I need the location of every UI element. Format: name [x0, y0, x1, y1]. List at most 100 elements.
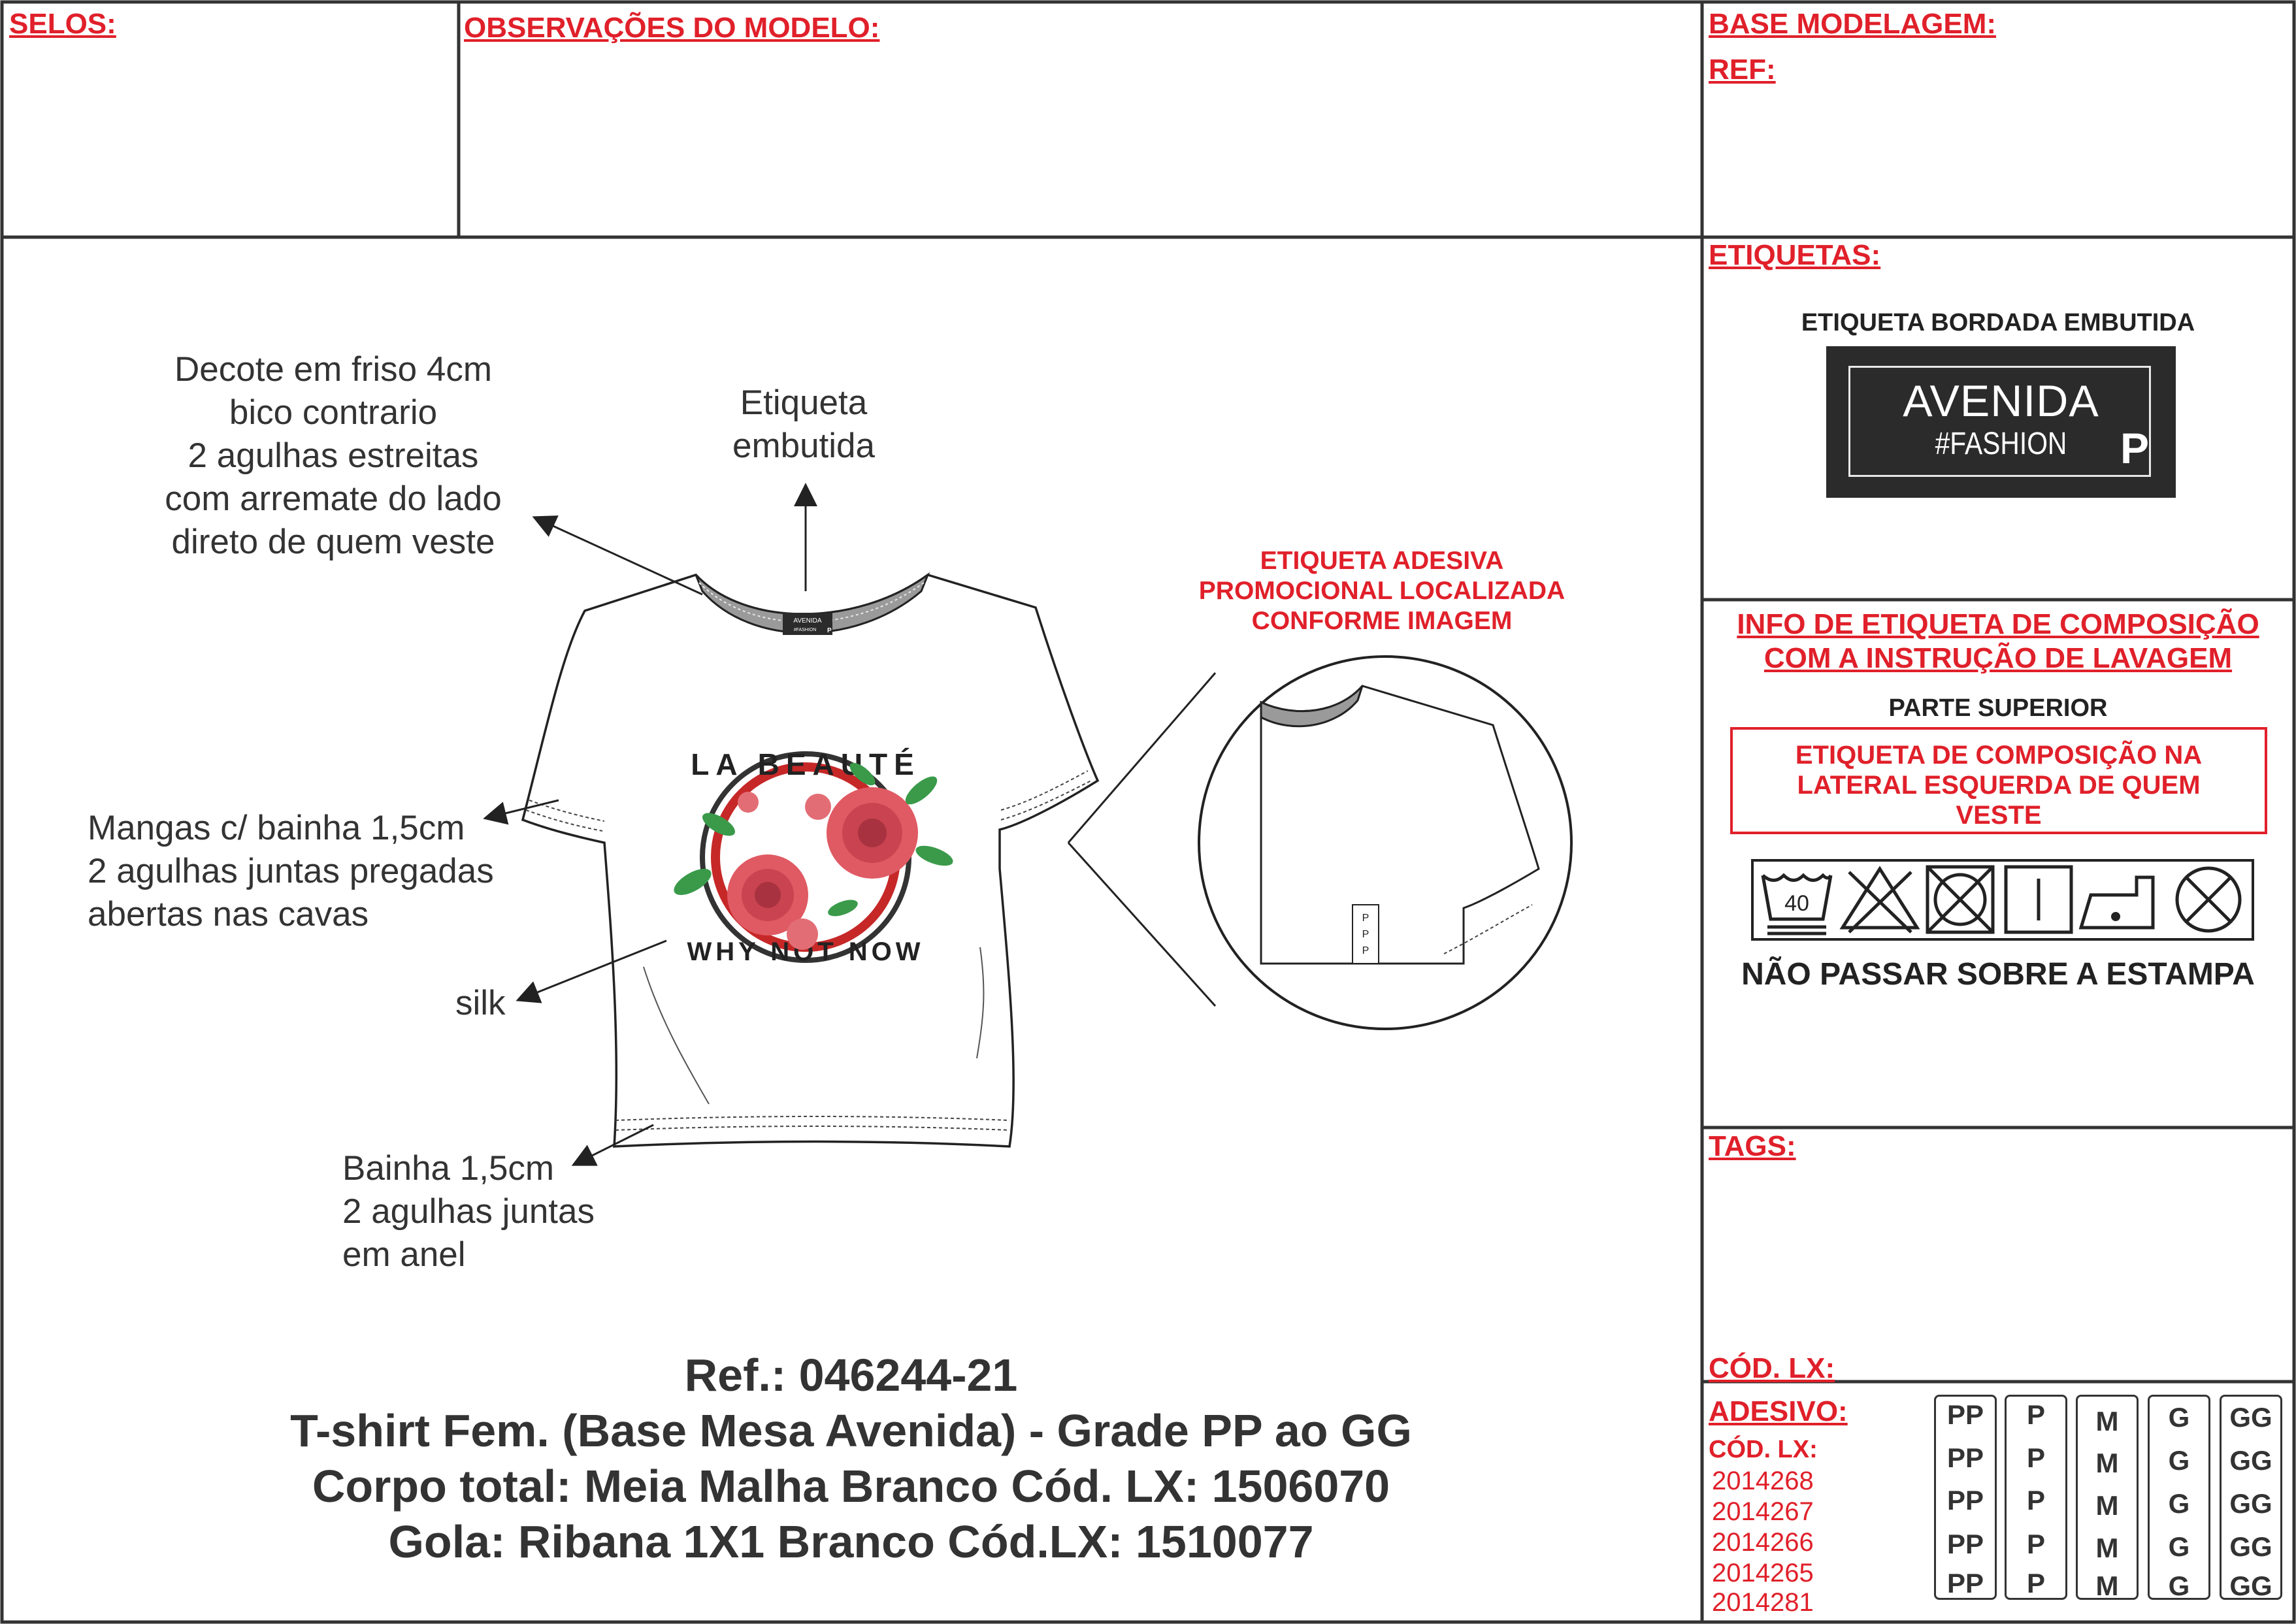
promo-line: CONFORME IMAGEM: [1251, 607, 1513, 635]
neck-label: [783, 613, 832, 635]
product-description: T-shirt Fem. (Base Mesa Avenida) - Grade…: [290, 1405, 1412, 1456]
size-cell: PP: [1946, 1568, 1984, 1599]
size-cell: GG: [2229, 1445, 2272, 1476]
composicao-box: ETIQUETA DE COMPOSIÇÃO NA LATERAL ESQUER…: [1730, 727, 2267, 834]
wash-symbols: 40: [1751, 859, 2254, 941]
bottom-hem-stitch: [615, 1116, 1010, 1131]
circular-print: LA BEAUTÉ WHY NOT NOW: [674, 747, 953, 966]
size-cell: M: [2095, 1490, 2119, 1521]
iron-low-icon: [2078, 875, 2155, 930]
note-decote: Decote em friso 4cm bico contrario 2 agu…: [124, 348, 542, 564]
size-cell: P: [2026, 1568, 2045, 1599]
size-cell: PP: [1946, 1529, 1984, 1559]
neck-label-brand: AVENIDA: [793, 617, 821, 625]
note-line: Decote em friso 4cm: [174, 350, 492, 389]
parte-superior: PARTE SUPERIOR: [1888, 694, 2108, 722]
wash-symbols-border: [1751, 859, 2254, 941]
neck-rib: [695, 572, 930, 634]
brand-tagline: #FASHION: [1935, 427, 2067, 461]
adesivo-code: 2014281: [1712, 1588, 1814, 1617]
neck-label-size: P: [827, 627, 832, 634]
tshirt-body: [521, 573, 1100, 1148]
note-line: bico contrario: [229, 393, 438, 432]
promo-line: ETIQUETA ADESIVA: [1260, 547, 1504, 575]
note-line: Mangas c/ bainha 1,5cm: [88, 809, 465, 847]
ref-title: Ref.: 046244-21: [684, 1350, 1018, 1401]
size-cell: G: [2168, 1531, 2190, 1562]
annotation-arrows: [483, 483, 817, 1166]
woven-brand-label: AVENIDA #FASHION P: [1826, 346, 2176, 498]
note-line: direto de quem veste: [171, 523, 495, 561]
no-dry-clean-icon: [2175, 866, 2242, 933]
note-line: 2 agulhas juntas: [342, 1192, 595, 1231]
size-cell: P: [2026, 1529, 2045, 1559]
adesivo-code: 2014265: [1712, 1559, 1814, 1587]
detail-tag-letter: P: [1362, 929, 1369, 940]
size-cell: M: [2095, 1448, 2119, 1478]
size-cell: G: [2168, 1570, 2190, 1601]
size-cell: P: [2026, 1442, 2045, 1473]
size-cell: GG: [2229, 1570, 2272, 1601]
drape-lines: [643, 947, 985, 1105]
size-cell: M: [2095, 1570, 2119, 1601]
note-bainha: Bainha 1,5cm 2 agulhas juntas em anel: [342, 1147, 595, 1276]
brand-name: AVENIDA: [1903, 376, 2099, 426]
size-cell: G: [2168, 1488, 2190, 1519]
size-cell: PP: [1946, 1399, 1984, 1430]
size-cell: M: [2095, 1533, 2119, 1563]
composicao-title-line2: COM A INSTRUÇÃO DE LAVAGEM: [1763, 642, 2233, 674]
size-column-m: M M M M M: [2076, 1395, 2139, 1601]
note-line: em anel: [342, 1235, 466, 1274]
iron-dot: [2111, 912, 2120, 921]
nao-passar-note: NÃO PASSAR SOBRE A ESTAMPA: [1741, 957, 2255, 992]
composicao-title-line1: INFO DE ETIQUETA DE COMPOSIÇÃO: [1737, 608, 2259, 640]
ref-label: REF:: [1709, 54, 1776, 86]
note-line: Etiqueta: [740, 383, 868, 422]
promo-line: PROMOCIONAL LOCALIZADA: [1198, 577, 1566, 605]
adesivo-code: 2014266: [1712, 1528, 1814, 1557]
size-cell: GG: [2229, 1488, 2272, 1519]
size-column-g: G G G G G: [2148, 1395, 2210, 1601]
adesivo-code: 2014267: [1712, 1497, 1814, 1526]
size-cell: P: [2026, 1399, 2045, 1430]
observacoes-label: OBSERVAÇÕES DO MODELO:: [464, 12, 880, 44]
composicao-box-line2: LATERAL ESQUERDA DE QUEM: [1797, 771, 2201, 800]
size-cell: PP: [1946, 1442, 1984, 1473]
size-column-pp: PP PP PP PP PP: [1934, 1395, 1997, 1600]
corpo-fabric: Corpo total: Meia Malha Branco Cód. LX: …: [312, 1461, 1390, 1512]
size-cell: G: [2168, 1445, 2190, 1476]
size-cell: PP: [1946, 1485, 1984, 1516]
note-mangas: Mangas c/ bainha 1,5cm 2 agulhas juntas …: [88, 807, 494, 936]
side-detail-callout: P P P: [1067, 655, 1573, 1030]
size-cell: GG: [2229, 1531, 2272, 1562]
sleeve-hem-stitch: [525, 770, 1092, 832]
etiqueta-bordada-title: ETIQUETA BORDADA EMBUTIDA: [1801, 309, 2195, 336]
detail-tag-letter: P: [1362, 913, 1369, 924]
note-line: 2 agulhas juntas pregadas: [88, 852, 494, 890]
size-cell: M: [2095, 1406, 2119, 1437]
roses-illustration: [674, 762, 953, 950]
line-dry-icon: [2004, 865, 2073, 934]
note-line: embutida: [732, 427, 876, 465]
adesivo-code: 2014268: [1712, 1467, 1814, 1495]
wash-temp-text: 40: [1784, 891, 1809, 916]
detail-tag-letter: P: [1362, 945, 1369, 956]
note-line: abertas nas cavas: [88, 895, 369, 934]
composicao-box-line3: VESTE: [1956, 801, 2042, 830]
size-cell: GG: [2229, 1402, 2272, 1433]
adesivo-cod-label: CÓD. LX:: [1709, 1436, 1818, 1463]
composicao-box-line1: ETIQUETA DE COMPOSIÇÃO NA: [1795, 741, 2203, 770]
tags-label: TAGS:: [1709, 1130, 1796, 1162]
note-line: 2 agulhas estreitas: [188, 436, 479, 475]
note-line: Bainha 1,5cm: [342, 1149, 555, 1188]
print-text-top: LA BEAUTÉ: [691, 747, 921, 781]
size-column-p: P P P P P: [2005, 1395, 2067, 1600]
promo-note: ETIQUETA ADESIVA PROMOCIONAL LOCALIZADA …: [1150, 546, 1614, 636]
no-tumble-dry-icon: [1926, 865, 1995, 934]
adesivo-label: ADESIVO:: [1709, 1395, 1848, 1427]
note-line: com arremate do lado: [165, 479, 502, 518]
no-bleach-icon: [1839, 866, 1920, 934]
composicao-title: INFO DE ETIQUETA DE COMPOSIÇÃO COM A INS…: [1702, 608, 2294, 675]
wash-40-icon: [1761, 873, 1833, 935]
note-silk: silk: [455, 984, 506, 1022]
